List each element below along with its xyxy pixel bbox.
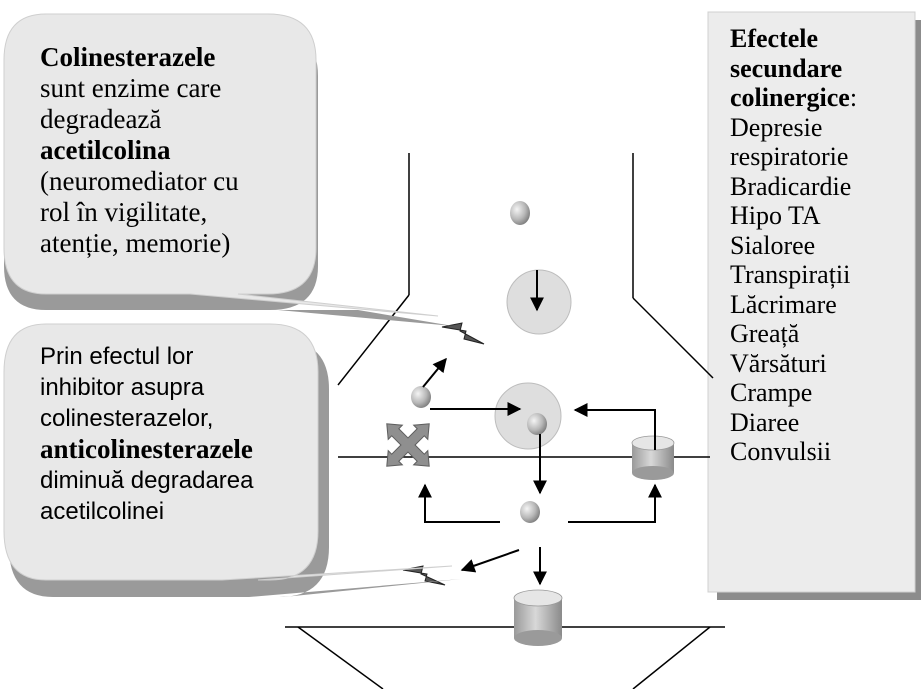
callout-2-keyword: anticolinesterazele xyxy=(40,434,253,464)
cylinders xyxy=(513,435,675,646)
side-effect-item: Hipo TA xyxy=(730,201,821,230)
lightning-bolt-lower xyxy=(402,565,446,586)
side-effect-item: Convulsii xyxy=(730,437,832,466)
callout-bubble-2 xyxy=(3,323,461,597)
arrow-cleft-to-enzyme xyxy=(418,483,500,523)
side-effect-item: Vărsături xyxy=(730,348,827,378)
callout-bubble-1 xyxy=(3,13,453,326)
presynaptic-left-slope xyxy=(337,294,410,386)
ach-molecule-cleft xyxy=(520,501,540,523)
side-effect-item: Diaree xyxy=(730,407,800,437)
presynaptic-right-slope xyxy=(632,297,714,379)
synapse-outline xyxy=(285,153,725,689)
arrow-to-bolt xyxy=(422,357,447,388)
side-effect-item: Depresie xyxy=(730,112,823,142)
ach-molecule-top xyxy=(510,201,530,225)
lightning-bolt-upper xyxy=(441,322,485,345)
callout-1-line: (neuromediator cu xyxy=(40,166,239,196)
postsynaptic-left-slope xyxy=(297,626,384,689)
side-effect-item: Lăcrimare xyxy=(730,289,837,319)
callout-2-line: colinesterazelor, xyxy=(40,405,214,432)
side-effects-panel: Efectele secundare colinergice: Depresie… xyxy=(730,24,910,467)
panel-title-colon: : xyxy=(849,83,858,112)
callout-2-line: Prin efectul lor xyxy=(40,343,194,370)
callout-2-line: diminuă degradarea xyxy=(40,467,254,494)
callout-1-line: degradează xyxy=(40,104,162,134)
panel-title-line: Efectele xyxy=(730,24,819,53)
side-effect-item: Transpirații xyxy=(730,260,851,289)
callout-2-line: inhibitor asupra xyxy=(40,374,205,401)
panel-title-word: colinergice xyxy=(730,83,850,112)
arrow-to-lower-bolt xyxy=(460,549,520,573)
callout-1-line: sunt enzime care xyxy=(40,73,222,103)
callout-2-text: Prin efectul lor inhibitor asupra coline… xyxy=(40,341,315,527)
flow-arrows xyxy=(418,270,662,586)
side-effect-item: Crampe xyxy=(730,378,813,407)
callout-1-keyword: acetilcolina xyxy=(40,135,171,165)
side-effect-item: Greață xyxy=(730,319,800,348)
arrow-transporter-to-vesicle xyxy=(573,403,656,450)
side-effect-item: Bradicardie xyxy=(730,171,852,201)
lightning-bolts xyxy=(402,322,485,586)
side-effect-item: respiratorie xyxy=(730,142,849,171)
cholinesterase-shape xyxy=(386,423,430,467)
receptor-cylinder xyxy=(513,589,563,646)
panel-title-line-3: colinergice: xyxy=(730,83,910,113)
callout-1-text: Colinesterazele sunt enzime care degrade… xyxy=(40,42,310,259)
transporter-cylinder xyxy=(631,435,675,480)
ach-molecule-left xyxy=(411,386,431,408)
ach-molecule-vesicle xyxy=(527,413,547,435)
side-panel xyxy=(707,11,921,600)
side-effect-item: Sialoree xyxy=(730,230,816,260)
callout-1-title: Colinesterazele xyxy=(40,42,216,72)
release-vesicle xyxy=(494,382,562,450)
storage-vesicle xyxy=(506,269,572,335)
acetylcholine-molecules xyxy=(411,201,547,523)
arrow-cleft-to-transporter xyxy=(568,483,662,523)
callout-2-line: acetilcolinei xyxy=(40,498,165,525)
postsynaptic-right-slope xyxy=(632,626,711,689)
callout-1-line: atenție, memorie) xyxy=(40,228,231,258)
panel-title-line: secundare xyxy=(730,53,843,83)
callout-1-line: rol în vigilitate, xyxy=(40,197,208,227)
